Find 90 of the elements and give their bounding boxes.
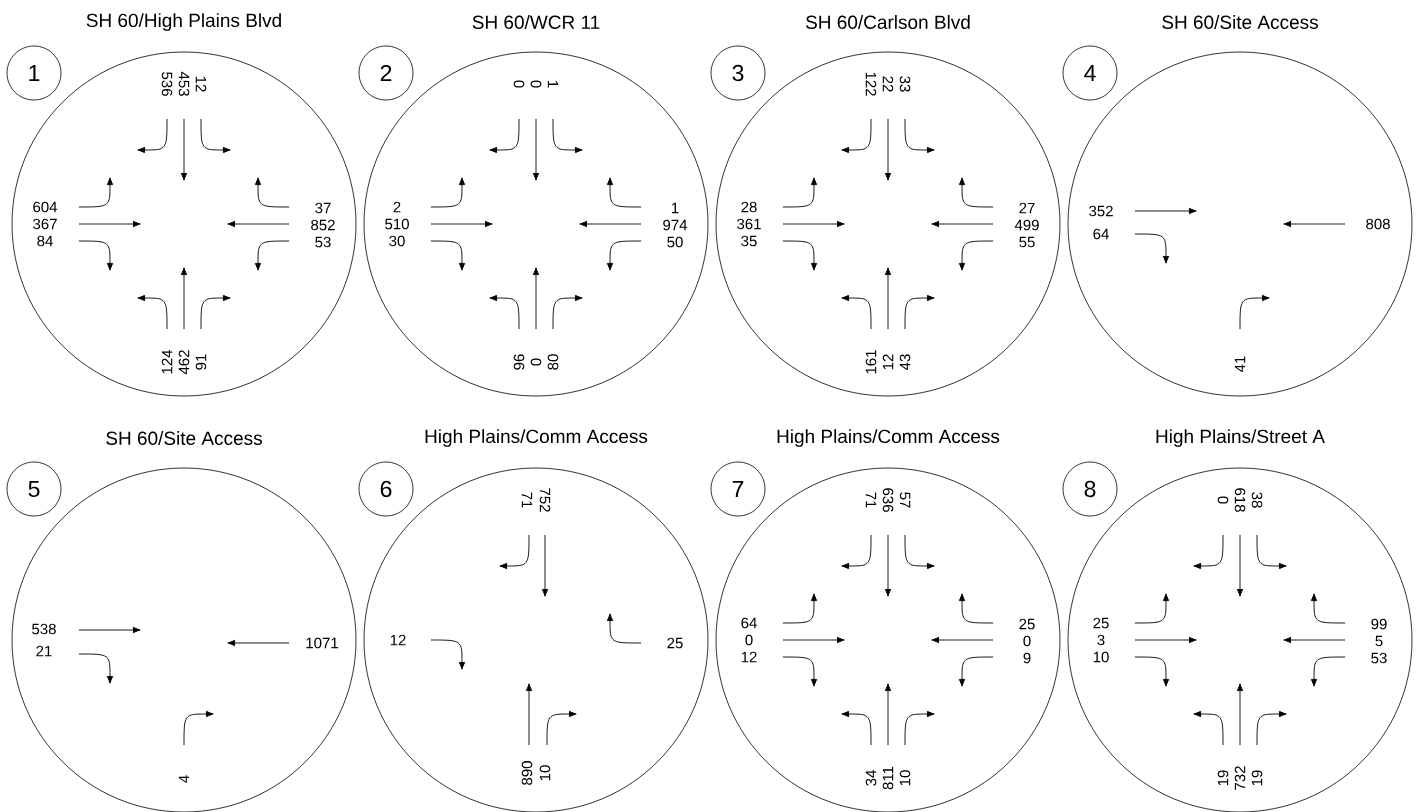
volume-number: 19 <box>1217 770 1229 786</box>
volume-number: 19 <box>1251 770 1263 786</box>
intersection-title: High Plains/Street A <box>1156 429 1325 447</box>
volume-number: 96 <box>513 354 525 370</box>
volume-number: 122 <box>865 72 877 96</box>
volume-number: 0 <box>513 80 525 88</box>
volume-number: 0 <box>1023 635 1031 647</box>
volume-number: 53 <box>315 236 331 248</box>
intersection-title: SH 60/High Plains Blvd <box>86 13 281 31</box>
volume-number: 53 <box>1371 652 1387 664</box>
volume-number: 35 <box>741 235 757 247</box>
intersection-title: High Plains/Comm Access <box>425 429 648 447</box>
volume-number: 37 <box>315 202 331 214</box>
number-badge: 4 <box>1062 45 1118 101</box>
volume-number: 9 <box>1023 652 1031 664</box>
volume-number: 161 <box>865 350 877 374</box>
volume-number: 38 <box>1251 492 1263 508</box>
intersection-title: SH 60/WCR 11 <box>472 15 600 29</box>
volume-number: 890 <box>521 761 533 785</box>
volume-number: 124 <box>161 349 173 374</box>
volume-number: 538 <box>32 623 56 635</box>
volume-number: 71 <box>865 492 877 508</box>
volume-number: 462 <box>178 350 190 375</box>
volume-number: 10 <box>899 770 911 786</box>
volume-number: 12 <box>741 651 757 663</box>
intersection-title: SH 60/Site Access <box>1162 15 1318 29</box>
volume-number: 536 <box>161 72 173 96</box>
number-badge: 7 <box>710 461 766 517</box>
volume-number: 752 <box>539 488 551 512</box>
volume-number: 2 <box>393 201 401 213</box>
volume-number: 1071 <box>306 637 338 649</box>
volume-number: 84 <box>37 235 53 247</box>
volume-number: 732 <box>1234 766 1246 790</box>
volume-number: 499 <box>1014 219 1039 231</box>
volume-number: 10 <box>539 765 551 781</box>
volume-number: 367 <box>33 218 57 230</box>
volume-number: 0 <box>745 634 753 646</box>
volume-number: 1 <box>672 202 679 214</box>
volume-number: 0 <box>530 80 542 88</box>
number-badge: 6 <box>358 461 414 517</box>
volume-number: 3 <box>1097 634 1105 646</box>
volume-number: 71 <box>521 492 533 508</box>
volume-number: 25 <box>1093 617 1109 629</box>
number-badge: 2 <box>358 45 414 101</box>
volume-number: 99 <box>1371 618 1387 630</box>
intersection-title: SH 60/Site Access <box>106 431 262 445</box>
volume-number: 34 <box>865 770 877 786</box>
volume-number: 1 <box>547 81 559 88</box>
volume-number: 453 <box>178 71 190 96</box>
number-badge: 8 <box>1062 461 1118 517</box>
volume-number: 12 <box>390 634 406 646</box>
volume-number: 27 <box>1019 202 1035 214</box>
volume-number: 811 <box>882 766 894 790</box>
volume-number: 50 <box>667 236 683 248</box>
volume-number: 352 <box>1089 205 1113 217</box>
volume-number: 10 <box>1093 651 1109 663</box>
volume-number: 57 <box>899 492 911 508</box>
volume-number: 80 <box>547 354 559 370</box>
volume-number: 91 <box>195 354 207 370</box>
volume-number: 28 <box>741 201 757 213</box>
volume-number: 5 <box>1375 635 1383 647</box>
intersection-title: SH 60/Carlson Blvd <box>805 15 970 29</box>
volume-number: 22 <box>882 76 894 92</box>
volume-number: 974 <box>663 219 688 231</box>
volume-number: 4 <box>178 775 190 783</box>
volume-number: 25 <box>1019 618 1035 630</box>
number-badge: 5 <box>6 461 62 517</box>
volume-number: 510 <box>385 218 409 230</box>
volume-number: 41 <box>1234 356 1246 372</box>
volume-number: 636 <box>882 488 894 512</box>
volume-number: 12 <box>882 354 894 370</box>
volume-number: 30 <box>389 235 405 247</box>
volume-number: 361 <box>737 218 761 230</box>
volume-number: 43 <box>899 354 911 370</box>
volume-number: 12 <box>195 76 207 92</box>
volume-number: 0 <box>1217 496 1229 504</box>
volume-number: 64 <box>1093 228 1109 240</box>
volume-number: 55 <box>1019 236 1035 248</box>
volume-number: 21 <box>36 645 52 657</box>
number-badge: 1 <box>6 45 62 101</box>
number-badge: 3 <box>710 45 766 101</box>
volume-number: 64 <box>741 617 757 629</box>
volume-number: 618 <box>1234 488 1246 512</box>
volume-number: 0 <box>530 358 542 366</box>
volume-number: 852 <box>311 219 335 231</box>
volume-number: 808 <box>1366 218 1390 230</box>
volume-number: 33 <box>899 76 911 92</box>
volume-number: 604 <box>33 201 58 213</box>
intersection-title: High Plains/Comm Access <box>777 429 1000 447</box>
volume-number: 25 <box>667 637 683 649</box>
